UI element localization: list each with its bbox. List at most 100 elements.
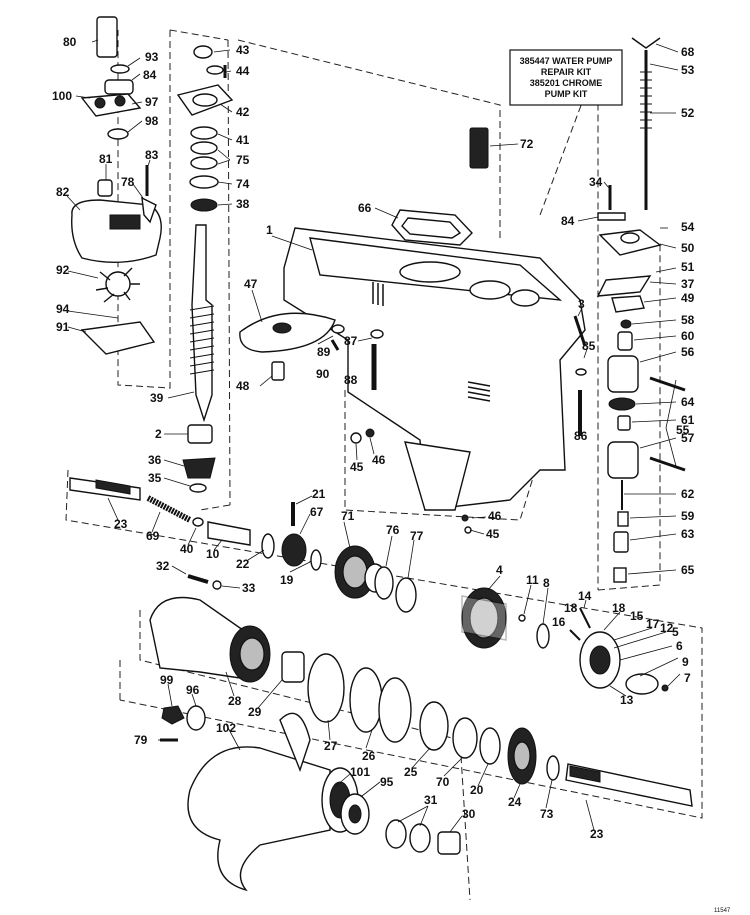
callout-85: 85 xyxy=(582,339,596,353)
part-26-ring xyxy=(349,667,383,733)
part-67-clutch xyxy=(281,533,307,567)
callout-64: 64 xyxy=(681,395,695,409)
callout-23: 23 xyxy=(114,517,128,531)
part-84-retainer xyxy=(104,79,134,95)
callout-42: 42 xyxy=(236,105,250,119)
callout-93: 93 xyxy=(145,50,159,64)
callout-90: 90 xyxy=(316,367,330,381)
part-69-spring xyxy=(146,495,192,523)
part-27-o-ring xyxy=(307,653,345,723)
callout-2: 2 xyxy=(155,427,162,441)
callout-25: 25 xyxy=(404,765,418,779)
callout-94: 94 xyxy=(56,302,70,316)
callout-45: 45 xyxy=(486,527,500,541)
part-20-washer xyxy=(479,727,501,765)
callout-7: 7 xyxy=(684,671,691,685)
part-99-nut xyxy=(161,705,185,725)
part-30-bearing xyxy=(437,831,461,855)
part-48-fitting xyxy=(271,361,285,381)
part-43-washer xyxy=(193,45,213,59)
callout-73: 73 xyxy=(540,807,554,821)
callout-54: 54 xyxy=(681,220,695,234)
callout-14: 14 xyxy=(578,589,592,603)
part-58-ring xyxy=(620,319,632,329)
part-61-bushing xyxy=(617,415,631,431)
part-65-block xyxy=(613,567,627,583)
part-55-pin xyxy=(649,376,686,392)
part-36-pinion xyxy=(182,457,216,479)
callout-27: 27 xyxy=(324,739,338,753)
callout-84: 84 xyxy=(143,68,157,82)
callout-78: 78 xyxy=(121,175,135,189)
part-75-seal xyxy=(190,141,218,155)
callout-38: 38 xyxy=(236,197,250,211)
part-92-impeller xyxy=(95,267,140,303)
callout-61: 61 xyxy=(681,413,695,427)
part-70-thrust xyxy=(452,717,478,759)
part-96-washer xyxy=(186,705,206,731)
kit-line-2: REPAIR KIT xyxy=(541,67,592,77)
callout-50: 50 xyxy=(681,241,695,255)
callout-83: 83 xyxy=(145,148,159,162)
part-91-plate xyxy=(80,321,156,355)
callout-9: 9 xyxy=(682,655,689,669)
callout-66: 66 xyxy=(358,201,372,215)
part-22-ring xyxy=(261,533,275,559)
callout-labels: 80 93 84 100 97 98 81 83 82 78 92 94 91 … xyxy=(52,35,695,841)
part-19-washer xyxy=(310,549,322,571)
part-47-plate xyxy=(239,312,336,353)
callout-31: 31 xyxy=(424,793,438,807)
leader-lines xyxy=(66,39,681,833)
part-68-clip xyxy=(631,37,661,49)
callout-74: 74 xyxy=(236,177,250,191)
callout-52: 52 xyxy=(681,106,695,120)
callout-39: 39 xyxy=(150,391,164,405)
callout-48: 48 xyxy=(236,379,250,393)
callout-71: 71 xyxy=(341,509,355,523)
callout-3: 3 xyxy=(578,297,585,311)
callout-77: 77 xyxy=(410,529,424,543)
callout-44: 44 xyxy=(236,64,250,78)
part-81-insert xyxy=(97,179,113,197)
callout-82: 82 xyxy=(56,185,70,199)
part-57-cylinder xyxy=(607,441,639,479)
callout-88: 88 xyxy=(344,373,358,387)
callout-20: 20 xyxy=(470,783,484,797)
callout-10: 10 xyxy=(206,547,220,561)
part-78-clip xyxy=(141,196,157,224)
part-80-tube xyxy=(96,16,118,58)
part-24-reverse-gear xyxy=(507,727,537,785)
callout-86: 86 xyxy=(574,429,588,443)
callout-13: 13 xyxy=(620,693,634,707)
callout-24: 24 xyxy=(508,795,522,809)
part-3-pin xyxy=(573,315,587,347)
callout-29: 29 xyxy=(248,705,262,719)
part-72-screen xyxy=(469,127,489,169)
part-16-spring xyxy=(569,629,581,641)
callout-80: 80 xyxy=(63,35,77,49)
callout-99: 99 xyxy=(160,673,174,687)
part-59-spring xyxy=(617,511,629,527)
callout-95: 95 xyxy=(380,775,394,789)
callout-49: 49 xyxy=(681,291,695,305)
part-84-bracket xyxy=(597,212,626,221)
part-60-bushing xyxy=(617,331,633,351)
part-87-washer xyxy=(370,329,384,339)
part-64-detent xyxy=(608,397,636,411)
callout-89: 89 xyxy=(317,345,331,359)
part-2-bearing xyxy=(187,424,213,444)
part-49-plate xyxy=(611,295,645,313)
shift-linkage-group xyxy=(573,37,686,583)
callout-69: 69 xyxy=(146,529,160,543)
callout-18: 18 xyxy=(612,601,626,615)
callout-51: 51 xyxy=(681,260,695,274)
part-45-plug xyxy=(350,432,362,444)
part-74-spacer xyxy=(189,175,219,189)
part-85-oring xyxy=(575,368,587,376)
callout-30: 30 xyxy=(462,807,476,821)
callout-76: 76 xyxy=(386,523,400,537)
part-89-washer xyxy=(331,324,345,334)
kit-line-3: 385201 CHROME xyxy=(530,78,603,88)
callout-62: 62 xyxy=(681,487,695,501)
callout-96: 96 xyxy=(186,683,200,697)
